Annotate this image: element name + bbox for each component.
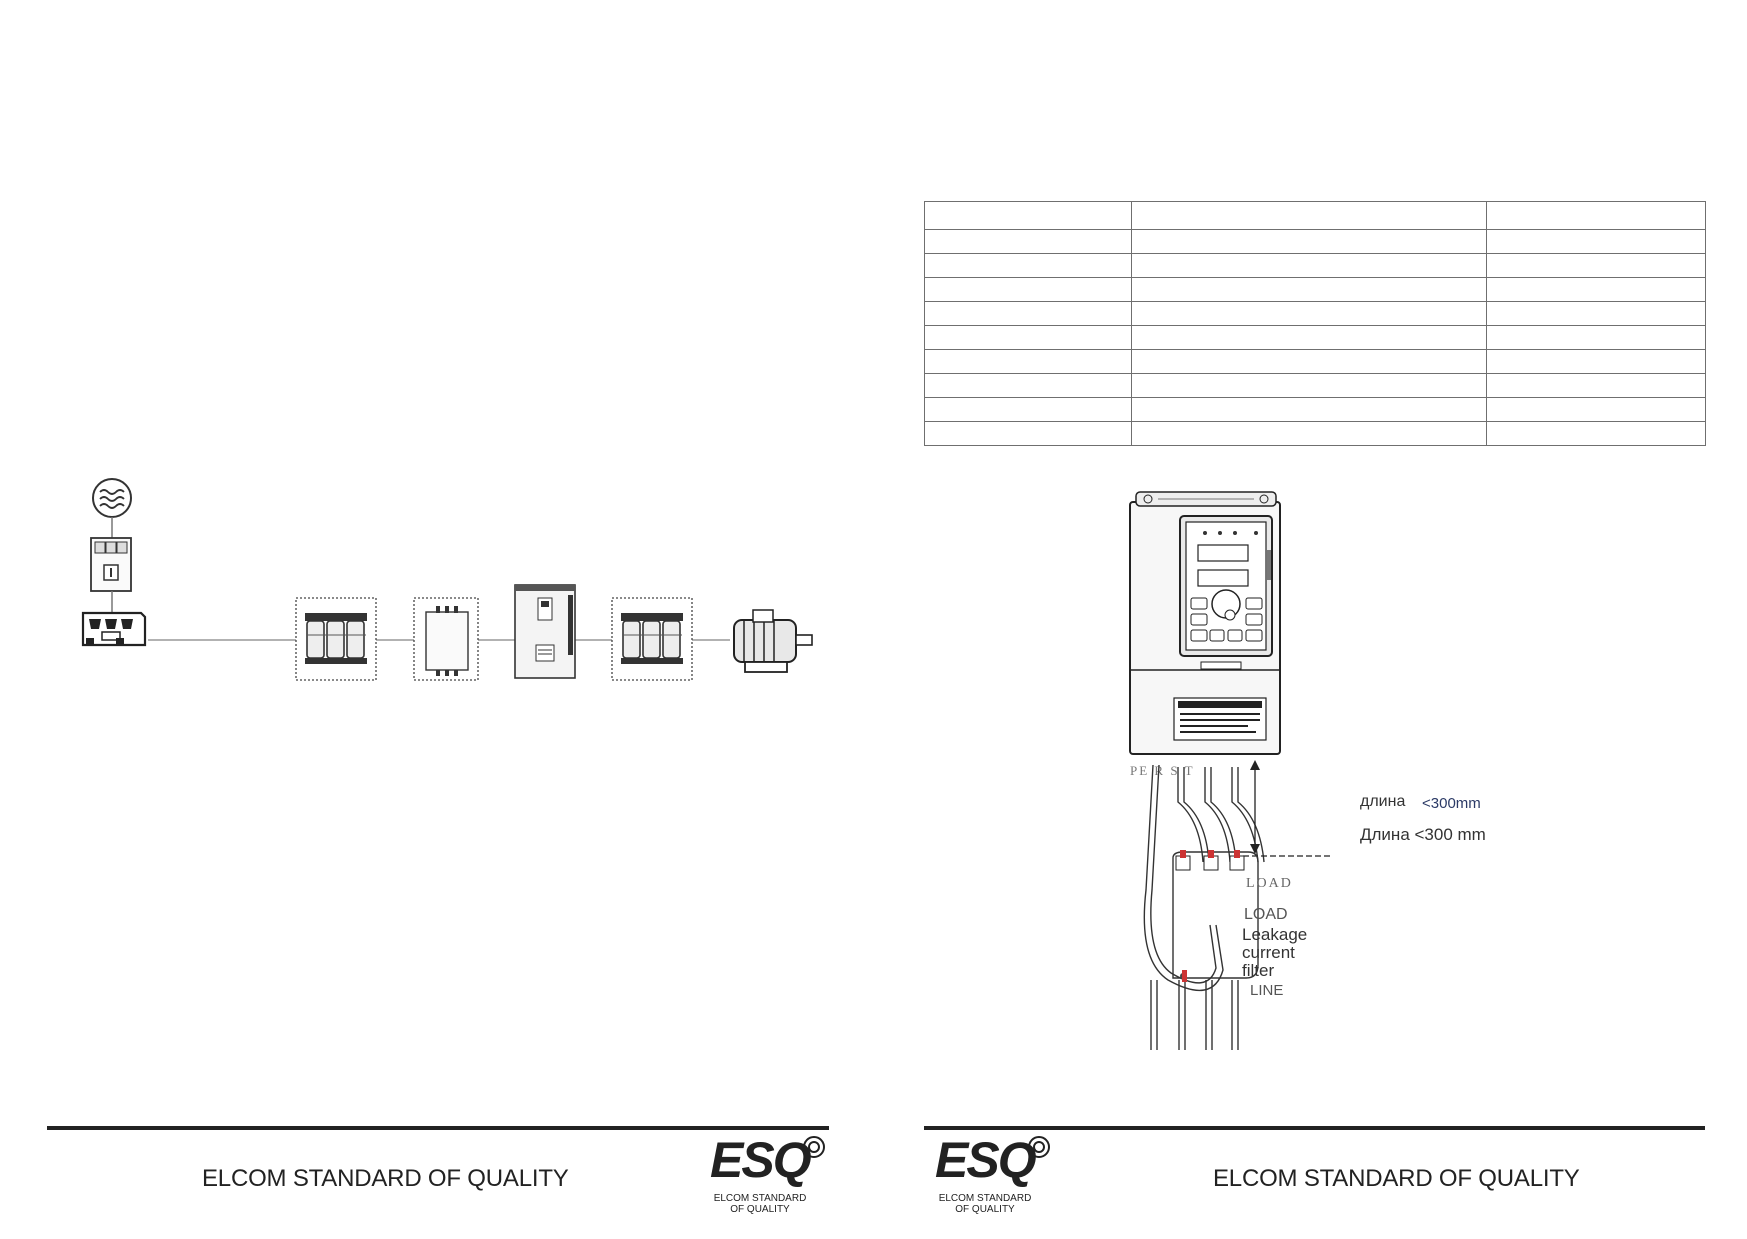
table-row: [924, 397, 1706, 422]
table-row: [924, 229, 1706, 254]
inverter-icon: [1129, 491, 1281, 755]
length-label-ru: длина: [1360, 793, 1406, 810]
esq-logo: ESQ ELCOM STANDARD OF QUALITY: [710, 1135, 835, 1217]
footer-title: ELCOM STANDARD OF QUALITY: [1213, 1165, 1580, 1192]
filter-load: LOAD: [1244, 906, 1288, 923]
table-row: [924, 349, 1706, 374]
terminal-labels: PE R S T: [1130, 763, 1195, 778]
length-value-top: <300mm: [1422, 795, 1481, 812]
filter-terminal-icon: [1175, 850, 1245, 871]
emc-filter-icon: [413, 597, 479, 681]
footer-title: ELCOM STANDARD OF QUALITY: [202, 1165, 569, 1192]
ac-supply-icon: [92, 478, 132, 518]
filter-name-line3: filter: [1242, 961, 1275, 980]
table-row: [924, 301, 1706, 326]
length-label-full: Длина <300 mm: [1360, 825, 1486, 844]
esq-logo: ESQ ELCOM STANDARD OF QUALITY: [935, 1135, 1060, 1217]
reactor-icon: [295, 597, 377, 681]
filter-load-top: LOAD: [1246, 876, 1293, 891]
logo-emblem-icon: [1028, 1136, 1050, 1158]
footer-rule: [924, 1126, 1705, 1130]
filter-name-line1: Leakage: [1242, 925, 1308, 944]
left-page: ELCOM STANDARD OF QUALITY ESQ ELCOM STAN…: [0, 0, 873, 1239]
leakage-current-filter: [1172, 850, 1259, 982]
footer-rule: [47, 1126, 829, 1130]
inverter-icon: [514, 584, 576, 679]
filter-line: LINE: [1250, 982, 1284, 999]
table-row: [924, 277, 1706, 302]
right-page: PE R S T: [873, 0, 1747, 1239]
system-connection-diagram: [81, 478, 813, 681]
table-row: [924, 253, 1706, 278]
spec-table: [924, 201, 1706, 446]
table-row: [924, 421, 1706, 446]
table-row: [924, 373, 1706, 398]
terminal-block-icon: [81, 611, 147, 647]
leakage-filter-wiring-diagram: PE R S T: [1129, 491, 1333, 1050]
table-header-row: [924, 201, 1706, 230]
filter-name-line2: current: [1242, 943, 1295, 962]
length-dimension: [1243, 760, 1333, 857]
motor-icon: [733, 609, 813, 673]
reactor-icon: [611, 597, 693, 681]
circuit-breaker-icon: [90, 537, 132, 592]
power-cables: [1143, 764, 1265, 1050]
table-row: [924, 325, 1706, 350]
logo-emblem-icon: [803, 1136, 825, 1158]
